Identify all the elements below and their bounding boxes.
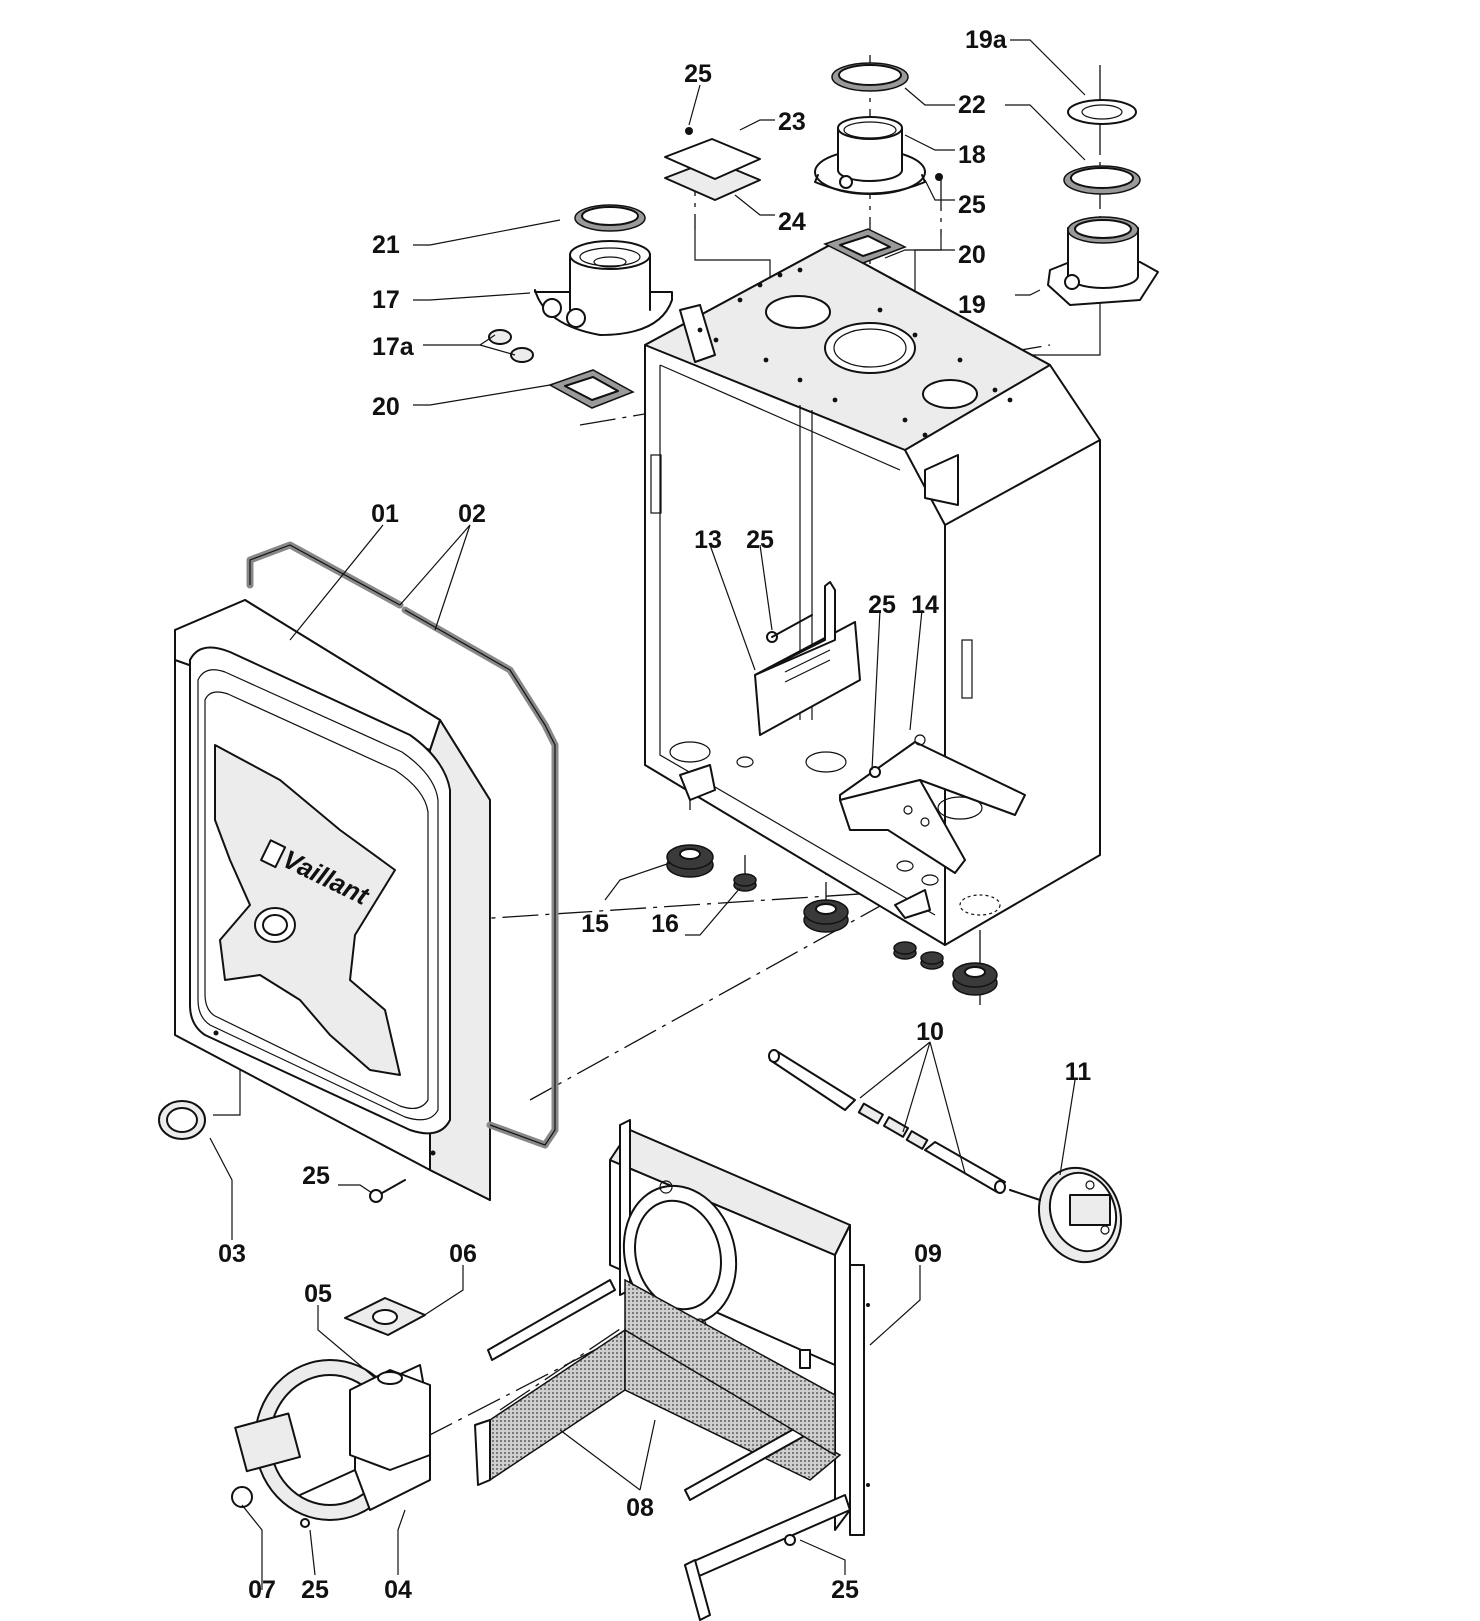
flue-adapter-18 <box>814 62 926 195</box>
label-21: 21 <box>372 231 400 259</box>
label-08: 08 <box>626 1494 654 1522</box>
label-09: 09 <box>914 1240 942 1268</box>
label-18: 18 <box>958 141 986 169</box>
leader-lines <box>209 39 1086 1590</box>
label-04: 04 <box>384 1576 412 1604</box>
label-22: 22 <box>958 91 986 119</box>
label-24: 24 <box>778 208 806 236</box>
bracket-13 <box>754 581 861 736</box>
label-05: 05 <box>304 1280 332 1308</box>
pipes-10 <box>768 1049 1006 1194</box>
label-20-top: 20 <box>958 241 986 269</box>
front-panel-01: Vaillant <box>174 599 491 1201</box>
seal-02 <box>246 541 559 1149</box>
label-15: 15 <box>581 910 609 938</box>
label-17: 17 <box>372 286 400 314</box>
label-01: 01 <box>371 500 399 528</box>
label-19a: 19a <box>965 26 1008 54</box>
gasket-06 <box>344 1297 426 1336</box>
label-25-flue: 25 <box>958 191 986 219</box>
flue-adapter-17 <box>488 204 673 363</box>
label-13: 13 <box>694 526 722 554</box>
label-25-fan: 25 <box>301 1576 329 1604</box>
label-23: 23 <box>778 108 806 136</box>
label-17a: 17a <box>372 333 415 361</box>
flue-adapter-19 <box>1047 99 1159 306</box>
label-19: 19 <box>958 291 986 319</box>
bracket-14 <box>839 734 1026 874</box>
label-03: 03 <box>218 1240 246 1268</box>
label-25-bracket13: 25 <box>746 526 774 554</box>
pressure-switch-11 <box>1009 1166 1123 1264</box>
label-06: 06 <box>449 1240 477 1268</box>
grommets-15-16 <box>666 844 998 996</box>
insulation-08 <box>474 1278 851 1621</box>
label-11: 11 <box>1065 1058 1092 1086</box>
sight-glass-03 <box>158 1100 206 1140</box>
label-25-bottom: 25 <box>831 1576 859 1604</box>
part-labels: 19a 25 22 23 18 25 24 21 20 17 19 17a 20… <box>218 26 1091 1604</box>
label-20-left: 20 <box>372 393 400 421</box>
venturi-05 <box>349 1369 431 1471</box>
combustion-chamber-09 <box>609 1119 870 1536</box>
boiler-casing <box>644 244 1101 946</box>
label-07: 07 <box>248 1576 276 1604</box>
label-10: 10 <box>916 1018 944 1046</box>
cover-plates-23-24 <box>664 127 943 201</box>
label-16: 16 <box>651 910 679 938</box>
label-14: 14 <box>911 591 939 619</box>
label-25-top: 25 <box>684 60 712 88</box>
gaskets-20 <box>548 228 907 409</box>
screw-25-panel <box>369 1179 406 1203</box>
label-25-bracket14: 25 <box>868 591 896 619</box>
top-screw-holes <box>697 267 1013 438</box>
label-02: 02 <box>458 500 486 528</box>
label-25-panel: 25 <box>302 1162 330 1190</box>
